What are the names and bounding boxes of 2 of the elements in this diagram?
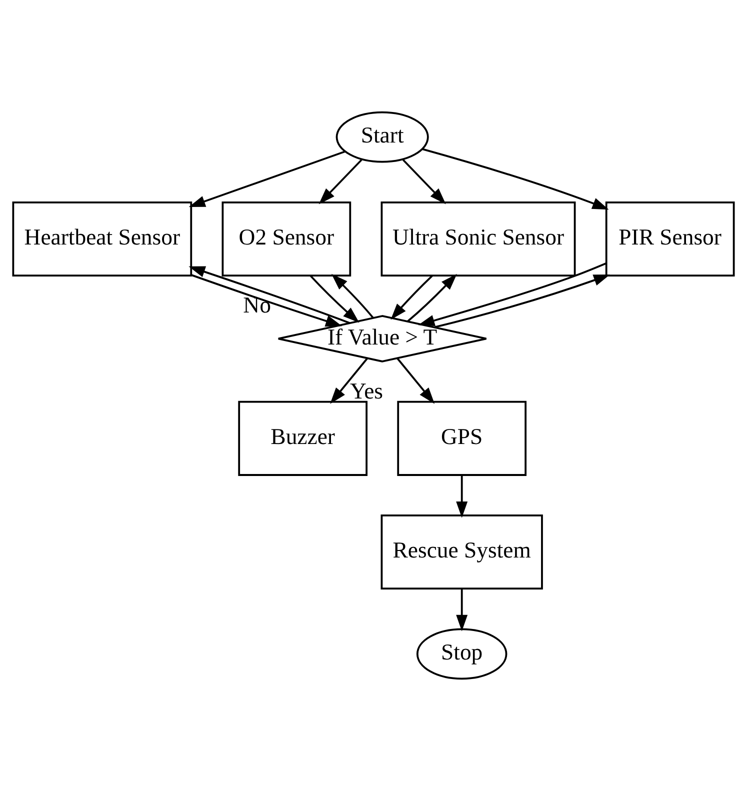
edge-label: No [243,292,271,318]
edge-label: Yes [350,378,384,404]
